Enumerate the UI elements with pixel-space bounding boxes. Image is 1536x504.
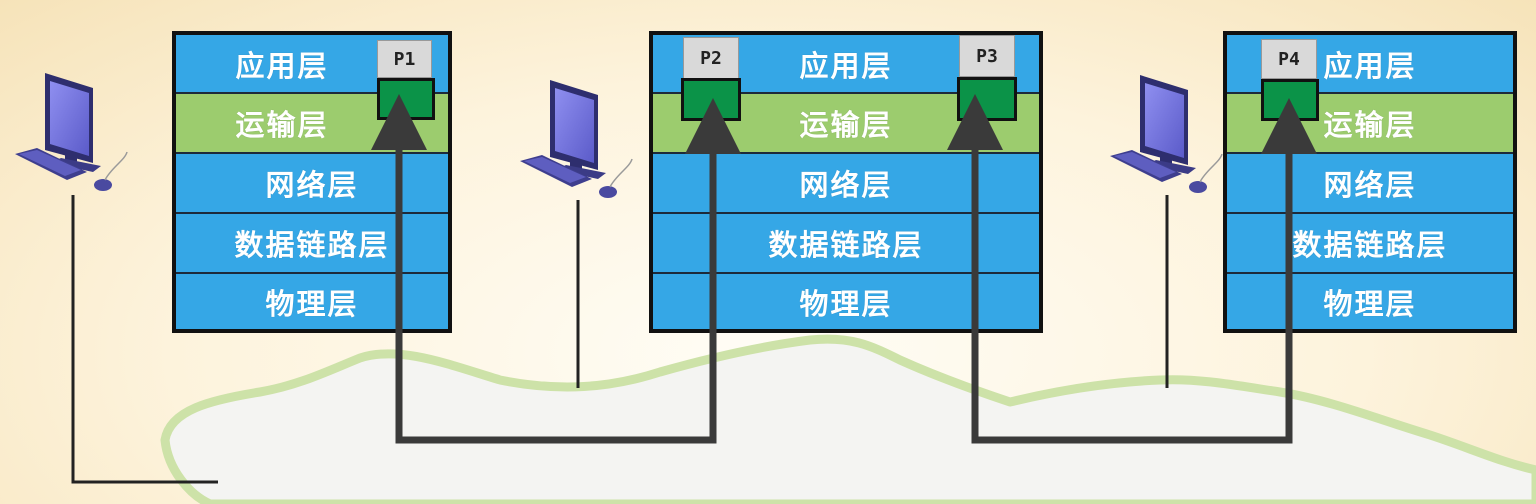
port-label-p1: P1 [377, 40, 432, 78]
port-p1[interactable] [377, 78, 435, 120]
port-label-p2: P2 [683, 37, 739, 79]
protocol-stack-3: 应用层 运输层 网络层 数据链路层 物理层 P4 [1223, 31, 1517, 333]
protocol-stack-1: 应用层 运输层 网络层 数据链路层 物理层 P1 [172, 31, 452, 333]
computer-icon-1[interactable] [15, 73, 128, 191]
layer-datalink: 数据链路层 [1227, 214, 1513, 274]
port-p2[interactable] [681, 78, 741, 121]
layer-physical: 物理层 [176, 274, 448, 329]
layer-network: 网络层 [1227, 154, 1513, 214]
layer-datalink: 数据链路层 [176, 214, 448, 274]
protocol-stack-2: 应用层 运输层 网络层 数据链路层 物理层 P2 P3 [649, 31, 1043, 333]
layer-physical: 物理层 [653, 274, 1039, 329]
host1-wire [71, 195, 218, 484]
layer-network: 网络层 [176, 154, 448, 214]
computer-icon-2[interactable] [520, 80, 633, 198]
layer-network: 网络层 [653, 154, 1039, 214]
port-p3[interactable] [957, 77, 1017, 121]
port-label-p3: P3 [959, 35, 1015, 77]
layer-physical: 物理层 [1227, 274, 1513, 329]
network-cloud [160, 334, 1536, 504]
port-label-p4: P4 [1261, 39, 1317, 79]
layer-datalink: 数据链路层 [653, 214, 1039, 274]
port-p4[interactable] [1261, 79, 1319, 121]
computer-icon-3[interactable] [1110, 75, 1223, 193]
